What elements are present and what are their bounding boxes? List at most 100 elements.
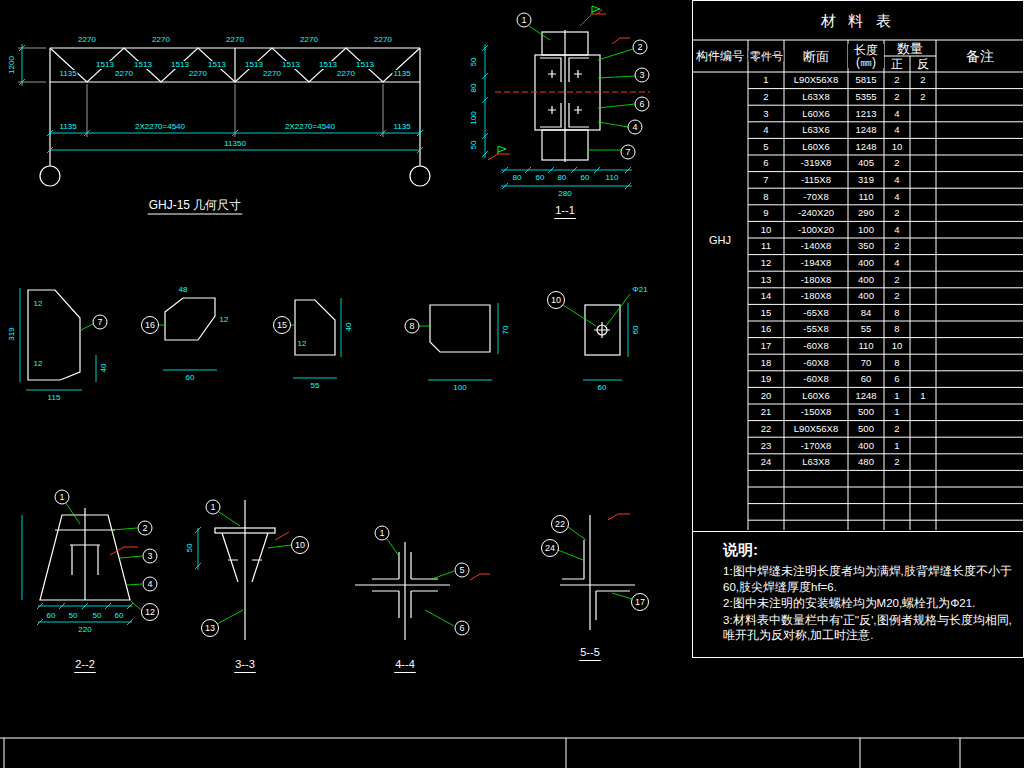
truss-elevation <box>49 48 50 82</box>
table-cell: 24 <box>760 457 773 467</box>
dimension-text: 1513 <box>244 61 264 69</box>
callout-number: 1 <box>58 493 65 502</box>
dimension-text: 60 <box>632 325 640 336</box>
leader-line <box>598 122 628 127</box>
table-cell: 84 <box>860 308 873 318</box>
callout-circle <box>142 317 159 334</box>
table-cell: 3 <box>762 109 769 119</box>
dimension-text: 1513 <box>355 61 375 69</box>
section-4-4 <box>355 584 450 585</box>
callout-number: 10 <box>550 296 562 305</box>
callout-circle <box>143 577 157 591</box>
dimension-text: 60 <box>114 612 125 620</box>
table-cell: 500 <box>857 424 875 434</box>
truss-elevation <box>419 48 420 82</box>
table-cell: 10 <box>760 225 773 235</box>
section-4-4 <box>372 552 438 618</box>
caption-underline <box>579 660 601 661</box>
table-cell: L60X6 <box>801 391 830 401</box>
dimension-line <box>50 150 420 151</box>
dimension-line <box>501 186 632 187</box>
dimension-text: 100 <box>452 384 467 392</box>
table-header: 反 <box>916 58 930 70</box>
dimension-line <box>19 44 423 153</box>
table-row-line <box>748 453 1024 454</box>
table-cell: 400 <box>857 291 875 301</box>
callout-number: 7 <box>624 148 631 157</box>
dimension-text: 115 <box>47 394 62 402</box>
table-row-line <box>748 138 1024 139</box>
dimension-text: 2X2270=4540 <box>284 123 336 131</box>
dimension-text: 11350 <box>223 140 247 148</box>
dimension-text: 55 <box>310 382 321 390</box>
table-row-line <box>748 354 1024 355</box>
table-row-line <box>748 105 1024 106</box>
table-cell: 480 <box>857 457 875 467</box>
dimension-line <box>628 303 629 357</box>
caption-underline <box>234 672 256 673</box>
callout-circle <box>635 68 649 82</box>
table-cell: 15 <box>760 308 773 318</box>
table-cell: 2 <box>893 242 900 252</box>
table-cell: 8 <box>893 358 900 368</box>
notes-heading: 说明: <box>723 540 1013 560</box>
dimension-line <box>428 380 492 381</box>
dimension-text: 2270 <box>336 70 356 78</box>
dimension-text: 12 <box>219 316 230 324</box>
table-cell: 4 <box>893 175 900 185</box>
dimension-text: 2270 <box>151 36 171 44</box>
table-cell: 2 <box>919 76 926 86</box>
table-header: 正 <box>890 58 904 70</box>
callout-number: 3 <box>146 552 153 561</box>
dimension-line <box>22 515 133 625</box>
dimension-line <box>22 44 23 86</box>
dimension-line <box>482 44 632 189</box>
callout-number: 6 <box>638 100 645 109</box>
dimension-text: 60 <box>185 374 196 382</box>
table-header: 数量 <box>896 42 924 55</box>
extension-line <box>383 84 384 137</box>
table-cell: 23 <box>760 441 773 451</box>
callout-number: 1 <box>520 16 527 25</box>
extension-line <box>87 84 88 137</box>
dimension-text: 50 <box>470 57 478 68</box>
callout-circle <box>455 563 469 577</box>
dimension-text: 60 <box>597 384 608 392</box>
table-cell: -240X20 <box>797 208 835 218</box>
table-cell: 4 <box>893 225 900 235</box>
table-cell: 1248 <box>854 142 877 152</box>
callout-number: 1 <box>209 503 216 512</box>
dimension-text: 60 <box>580 174 591 182</box>
dimension-text: 50 <box>68 612 79 620</box>
callout-circle <box>143 549 157 563</box>
center-line <box>495 92 650 93</box>
callout-circle <box>517 13 531 27</box>
dimension-text: 1135 <box>58 70 77 78</box>
table-cell: 2 <box>893 76 900 86</box>
callout-number: 2 <box>636 43 643 52</box>
dimension-text: 100 <box>470 110 478 125</box>
dimension-line <box>47 130 423 136</box>
leader-line <box>127 584 142 585</box>
callout-circle <box>632 594 649 611</box>
table-cell: 1 <box>893 391 900 401</box>
callout-number: 10 <box>294 541 306 550</box>
dimension-line <box>583 380 622 381</box>
table-cell: 290 <box>857 208 875 218</box>
dimension-text: 50 <box>186 543 194 554</box>
leader-line <box>120 556 142 558</box>
title-block <box>860 738 861 768</box>
table-cell: L60X6 <box>801 142 830 152</box>
table-cell: -100X20 <box>797 225 835 235</box>
table-cell: 60 <box>860 374 873 384</box>
title-block <box>566 738 567 768</box>
table-row-line <box>748 188 1024 189</box>
dimension-line <box>19 45 25 85</box>
table-title: 材 料 表 <box>693 1 1023 41</box>
dimension-text: 40 <box>100 363 108 374</box>
leader-line <box>81 324 93 330</box>
part-detail <box>430 305 490 352</box>
table-cell: 500 <box>857 408 875 418</box>
callout-circle <box>455 621 469 635</box>
callout-circle <box>206 500 220 514</box>
